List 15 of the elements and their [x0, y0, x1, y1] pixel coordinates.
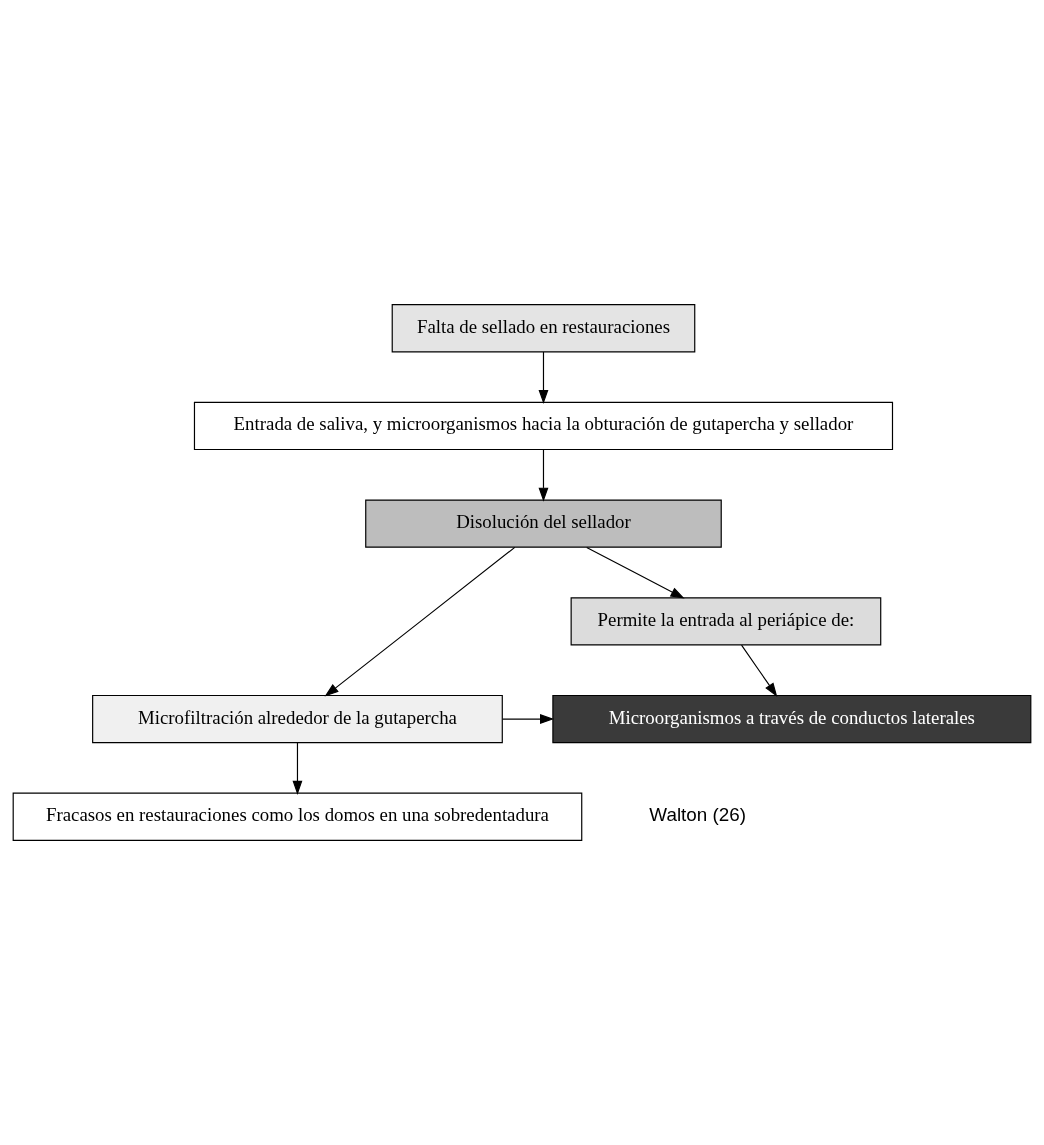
label: Walton (26)	[649, 804, 746, 826]
node-box: Fracasos en restauraciones como los domos en una sobredentadura	[12, 792, 583, 841]
arrow	[538, 351, 549, 405]
node-box: Entrada de saliva, y microorganismos hacia la obturación de gutapercha y sellador	[193, 401, 894, 451]
arrow	[538, 449, 549, 502]
arrow	[292, 742, 303, 795]
arrow	[502, 714, 555, 724]
node-box: Disolución del sellador	[365, 499, 722, 548]
arrow	[324, 546, 516, 697]
node-box: Microorganismos a través de conductos laterales	[552, 694, 1032, 744]
node-box: Falta de sellado en restauraciones	[391, 304, 696, 353]
arrow	[740, 644, 778, 697]
arrow	[586, 546, 685, 599]
node-box: Microfiltración alrededor de la gutapercha	[92, 694, 503, 744]
node-box: Permite la entrada al periápice de:	[570, 597, 882, 646]
